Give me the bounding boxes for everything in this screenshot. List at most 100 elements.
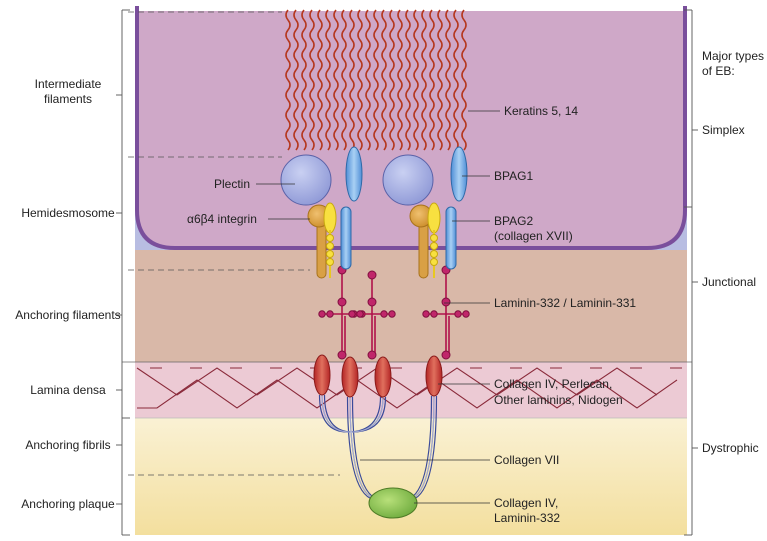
label-plectin: Plectin — [214, 177, 250, 191]
keratin-filament — [437, 9, 443, 151]
label-keratins: Keratins 5, 14 — [504, 104, 578, 118]
integrin-beta4-domain — [326, 258, 334, 266]
keratin-filament — [389, 9, 395, 151]
layer-bracket-left — [116, 9, 130, 536]
laminin-molecules — [318, 265, 470, 360]
collagen-vii-highlight — [321, 394, 384, 433]
keratin-filament — [397, 9, 403, 151]
collagen-iv-molecules — [313, 354, 443, 398]
keratin-filament — [285, 9, 291, 151]
label-collagen-vii: Collagen VII — [494, 453, 559, 467]
label-laminin: Laminin-332 / Laminin-331 — [494, 296, 636, 310]
laminin-globule — [326, 310, 334, 318]
label-plaque-2: Laminin-332 — [494, 511, 560, 525]
label-intermediate-filaments-2: filaments — [44, 92, 92, 106]
cell-top-mask — [139, 5, 683, 11]
laminin-globule — [454, 310, 462, 318]
keratin-filament — [373, 9, 379, 151]
laminin-globule — [422, 310, 430, 318]
laminin-globule — [367, 270, 377, 280]
integrin-beta4-domain — [430, 242, 438, 250]
label-bpag2-2: (collagen XVII) — [494, 229, 573, 243]
label-dystrophic: Dystrophic — [702, 441, 759, 455]
laminin-globule — [462, 310, 470, 318]
keratin-filament — [413, 9, 419, 151]
integrin-beta4-domain — [326, 234, 334, 242]
laminin-globule — [441, 350, 451, 360]
label-anchoring-filaments: Anchoring filaments — [15, 308, 120, 322]
lamina-lucida-band — [135, 250, 687, 362]
label-collagen-iv-2: Other laminins, Nidogen — [494, 393, 623, 407]
label-hemidesmosome: Hemidesmosome — [21, 206, 115, 220]
label-anchoring-fibrils: Anchoring fibrils — [25, 438, 110, 452]
keratin-filament — [365, 9, 371, 151]
label-intermediate-filaments: Intermediate — [35, 77, 102, 91]
keratin-filament — [325, 9, 331, 151]
integrin-beta4-domain — [430, 234, 438, 242]
layer-dashed-guides — [128, 11, 340, 476]
bpag1 — [450, 146, 468, 202]
label-simplex: Simplex — [702, 123, 745, 137]
integrin-beta4-domain — [326, 242, 334, 250]
keratin-filament — [357, 9, 363, 151]
laminin-globule — [388, 310, 396, 318]
label-bpag1: BPAG1 — [494, 169, 533, 183]
bpag1 — [345, 146, 363, 202]
label-collagen-iv: Collagen IV, Perlecan, — [494, 377, 612, 391]
bpag2 — [445, 206, 457, 270]
keratin-filament — [349, 9, 355, 151]
keratin-filament — [421, 9, 427, 151]
keratin-filament — [405, 9, 411, 151]
keratin-filament — [293, 9, 299, 151]
laminin-globule — [337, 350, 347, 360]
anchoring-plaque-shape — [368, 487, 418, 519]
integrin-beta4-domain — [326, 250, 334, 258]
laminin-globule — [380, 310, 388, 318]
laminin-globule — [348, 310, 356, 318]
integrin-beta4-domain — [430, 258, 438, 266]
label-plaque: Collagen IV, — [494, 496, 558, 510]
basal-keratinocyte — [135, 6, 687, 250]
laminin-globule — [441, 297, 451, 307]
collagen-iv — [341, 356, 359, 398]
label-major-types-2: of EB: — [702, 64, 735, 78]
keratin-filament — [341, 9, 347, 151]
collagen-iv — [425, 355, 443, 397]
laminin-globule — [318, 310, 326, 318]
label-bpag2: BPAG2 — [494, 214, 533, 228]
keratin-filament — [309, 9, 315, 151]
collagen-iv — [313, 354, 331, 396]
label-lamina-densa: Lamina densa — [30, 383, 106, 397]
label-anchoring-plaque: Anchoring plaque — [21, 497, 115, 511]
sublamina-densa-band — [135, 418, 687, 535]
keratin-filament — [381, 9, 387, 151]
lamina-densa-network — [136, 367, 682, 409]
laminin-globule — [337, 297, 347, 307]
label-integrin: α6β4 integrin — [187, 212, 257, 226]
keratin-filament — [317, 9, 323, 151]
bpag2 — [340, 206, 352, 270]
integrin-beta4-domain — [430, 250, 438, 258]
laminin-globule — [430, 310, 438, 318]
lamina-densa-band — [135, 362, 687, 418]
eb-type-bracket-right — [684, 9, 698, 536]
plectin — [280, 154, 332, 206]
integrin-beta4-head — [323, 202, 337, 234]
keratin-filament — [461, 9, 467, 151]
keratin-filament — [429, 9, 435, 151]
collagen-iv — [374, 356, 392, 398]
laminin-globule — [367, 297, 377, 307]
integrin-beta4-head — [427, 202, 441, 234]
keratin-filament — [453, 9, 459, 151]
lamina-densa-strand — [137, 379, 678, 409]
plectin — [382, 154, 434, 206]
keratin-filaments — [285, 9, 467, 151]
hemidesmosome-units — [280, 146, 468, 279]
laminin-globule — [367, 350, 377, 360]
laminin-globule — [356, 310, 364, 318]
label-junctional: Junctional — [702, 275, 756, 289]
keratin-filament — [301, 9, 307, 151]
label-major-types: Major types — [702, 49, 764, 63]
lamina-densa-strand — [136, 367, 658, 396]
